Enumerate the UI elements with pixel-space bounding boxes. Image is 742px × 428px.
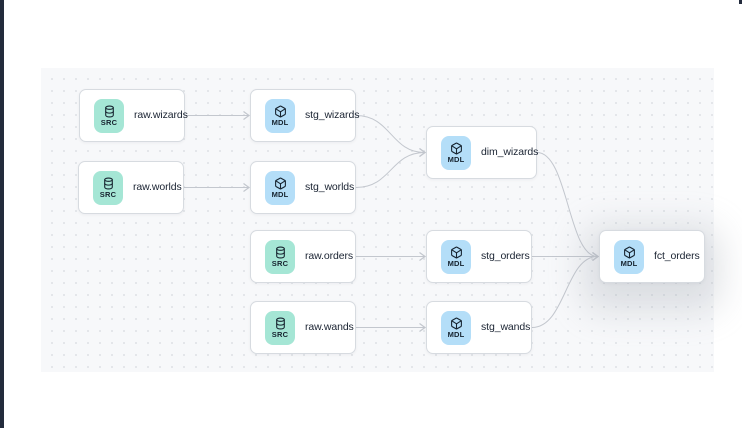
node-type-badge: MDL	[265, 170, 295, 205]
graph-node-stg_wands[interactable]: MDL stg_wands	[426, 301, 532, 354]
cube-icon	[450, 142, 463, 155]
arrowhead-icon	[243, 183, 251, 192]
node-type-badge: SRC	[265, 239, 295, 274]
database-icon	[274, 246, 287, 259]
edge-dim_wizards-fct_orders	[536, 152, 598, 257]
node-type-badge: MDL	[441, 135, 471, 170]
graph-node-raw.wizards[interactable]: SRC raw.wizards	[79, 89, 188, 142]
node-type-badge: SRC	[265, 310, 295, 345]
node-type-label: MDL	[271, 189, 289, 199]
cube-icon	[274, 105, 287, 118]
node-type-badge: SRC	[94, 98, 124, 133]
node-title: fct_orders	[654, 250, 700, 263]
node-type-label: SRC	[271, 258, 289, 268]
node-type-badge: MDL	[614, 239, 644, 274]
graph-node-stg_wizards[interactable]: MDL stg_wizards	[250, 89, 360, 142]
edge-stg_wizards-dim_wizards	[355, 115, 425, 153]
arrowhead-icon	[419, 148, 427, 157]
node-type-label: SRC	[100, 117, 118, 127]
node-type-label: SRC	[99, 189, 117, 199]
arrowhead-icon	[419, 323, 427, 332]
arrowhead-icon	[592, 252, 600, 261]
node-type-badge: MDL	[441, 310, 471, 345]
node-type-badge: MDL	[441, 239, 471, 274]
node-title: raw.wands	[305, 321, 354, 334]
cube-icon	[274, 177, 287, 190]
arrowhead-icon	[592, 252, 600, 261]
node-title: stg_worlds	[305, 181, 355, 194]
node-title: raw.wizards	[134, 109, 188, 122]
graph-node-fct_orders[interactable]: MDL fct_orders	[599, 230, 705, 283]
node-title: stg_orders	[481, 250, 530, 263]
edge-stg_worlds-dim_wizards	[355, 152, 425, 188]
arrowhead-icon	[419, 252, 427, 261]
node-title: dim_wizards	[481, 146, 539, 159]
node-title: stg_wands	[481, 321, 531, 334]
arrowhead-icon	[419, 148, 427, 157]
node-type-badge: SRC	[93, 170, 123, 205]
cube-icon	[450, 246, 463, 259]
node-title: raw.worlds	[133, 181, 182, 194]
node-title: raw.orders	[305, 250, 354, 263]
node-type-label: MDL	[447, 258, 465, 268]
node-type-label: MDL	[447, 329, 465, 339]
graph-node-raw.orders[interactable]: SRC raw.orders	[250, 230, 356, 283]
node-type-label: MDL	[447, 154, 465, 164]
node-title: stg_wizards	[305, 109, 360, 122]
database-icon	[102, 177, 115, 190]
graph-node-stg_worlds[interactable]: MDL stg_worlds	[250, 161, 356, 214]
arrowhead-icon	[243, 111, 251, 120]
graph-node-stg_orders[interactable]: MDL stg_orders	[426, 230, 532, 283]
arrowhead-icon	[592, 252, 600, 261]
node-type-label: MDL	[620, 258, 638, 268]
window-corner-notch	[739, 0, 742, 4]
node-type-label: SRC	[271, 329, 289, 339]
node-type-label: MDL	[271, 117, 289, 127]
database-icon	[103, 105, 116, 118]
edge-stg_wands-fct_orders	[531, 256, 598, 328]
cube-icon	[623, 246, 636, 259]
graph-node-raw.wands[interactable]: SRC raw.wands	[250, 301, 356, 354]
window-edge-strip	[0, 0, 4, 428]
node-type-badge: MDL	[265, 98, 295, 133]
graph-node-raw.worlds[interactable]: SRC raw.worlds	[78, 161, 184, 214]
graph-node-dim_wizards[interactable]: MDL dim_wizards	[426, 126, 539, 179]
database-icon	[274, 317, 287, 330]
cube-icon	[450, 317, 463, 330]
